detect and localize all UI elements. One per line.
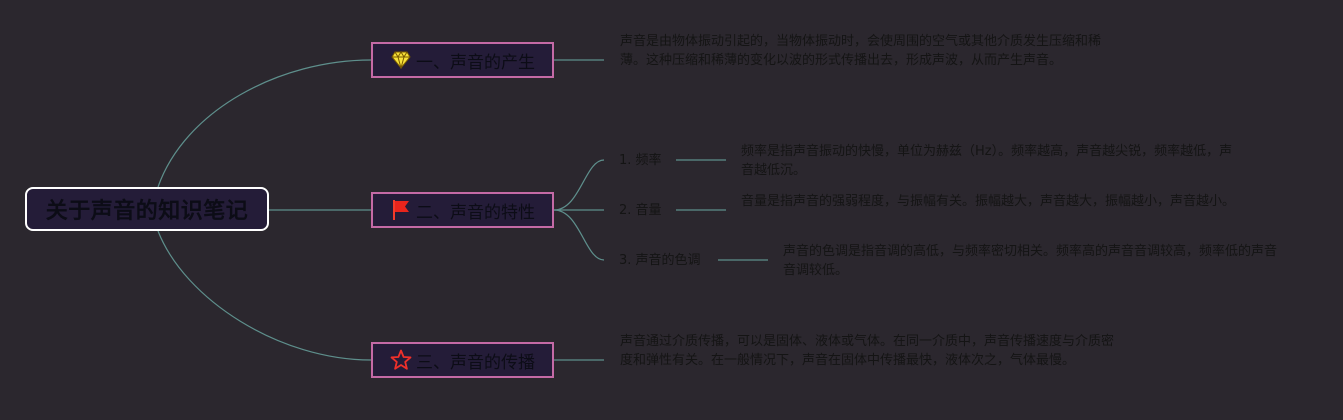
branch-description-sound-production: 声音是由物体振动引起的，当物体振动时，会使周围的空气或其他介质发生压缩和稀薄。这… xyxy=(620,34,1102,68)
connector-root-branch-3 xyxy=(157,230,372,361)
sub-topic-frequency[interactable]: 1. 频率 xyxy=(619,153,662,168)
sub-topic-volume[interactable]: 2. 音量 xyxy=(619,203,662,218)
branch-title: 一、声音的产生 xyxy=(416,52,535,73)
branch-title: 三、声音的传播 xyxy=(416,352,535,373)
connector-branch-2-sub-1 xyxy=(553,159,605,211)
branch-node-sound-propagation[interactable]: 三、声音的传播 xyxy=(371,342,554,378)
sub-topic-description-frequency: 频率是指声音振动的快慢，单位为赫兹（Hz）。频率越高，声音越尖锐，频率越低，声音… xyxy=(741,144,1233,178)
branch-node-sound-production[interactable]: 一、声音的产生 xyxy=(371,42,554,78)
root-node[interactable]: 关于声音的知识笔记 xyxy=(25,187,269,231)
root-title: 关于声音的知识笔记 xyxy=(45,199,249,224)
branch-node-sound-properties[interactable]: 二、声音的特性 xyxy=(371,192,554,228)
branch-description-sound-propagation: 声音通过介质传播，可以是固体、液体或气体。在同一介质中，声音传播速度与介质密度和… xyxy=(620,334,1115,368)
sub-topic-timbre[interactable]: 3. 声音的色调 xyxy=(619,253,701,268)
diamond-icon xyxy=(390,49,412,71)
sub-topic-description-volume: 音量是指声音的强弱程度，与振幅有关。振幅越大，声音越大，振幅越小，声音越小。 xyxy=(741,194,1236,209)
flag-icon xyxy=(390,199,412,221)
connector-branch-2-sub-3 xyxy=(553,209,605,261)
connector-root-branch-1 xyxy=(157,59,372,188)
branch-title: 二、声音的特性 xyxy=(416,202,535,223)
star-icon xyxy=(390,349,412,371)
sub-topic-description-timbre: 声音的色调是指音调的高低，与频率密切相关。频率高的声音音调较高，频率低的声音音调… xyxy=(783,244,1278,278)
